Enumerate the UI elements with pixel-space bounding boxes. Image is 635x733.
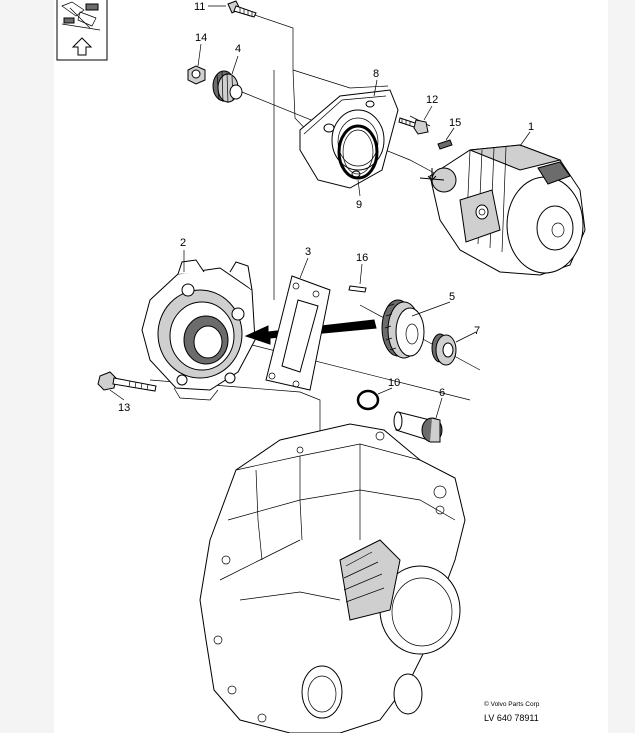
callout-5: 5	[449, 291, 455, 303]
part-15-key	[437, 139, 453, 150]
transmission-case	[199, 423, 466, 733]
callout-8: 8	[373, 68, 379, 80]
part-4-gear	[212, 70, 243, 104]
callout-1: 1	[528, 121, 534, 133]
part-6-shaft	[393, 411, 443, 443]
part-1-motor	[419, 144, 586, 276]
part-10-oring	[356, 389, 380, 411]
callout-7: 7	[474, 325, 480, 337]
part-8-plate	[299, 89, 399, 189]
callout-16: 16	[356, 252, 368, 264]
callout-10: 10	[388, 377, 400, 389]
callout-14: 14	[195, 32, 207, 44]
callout-4: 4	[235, 43, 241, 55]
part-13-bolt	[97, 371, 157, 392]
part-14-nut	[187, 65, 206, 85]
part-11-bolt	[227, 0, 257, 18]
assembly-thumbnail-icon	[61, 1, 101, 31]
callout-6: 6	[439, 387, 445, 399]
right-margin	[608, 0, 635, 733]
callout-3: 3	[305, 246, 311, 258]
callout-leaders	[109, 5, 531, 419]
part-2-housing	[141, 259, 256, 401]
part-3-gasket	[265, 275, 331, 391]
callout-13: 13	[118, 402, 130, 414]
left-margin	[0, 0, 54, 733]
part-16-pin	[348, 285, 367, 293]
callout-2: 2	[180, 237, 186, 249]
callout-labels: 11 14 4 8 12 15 1 9 2 3 16 5 7 10 6 13	[118, 1, 534, 414]
part-9-oring	[337, 124, 379, 180]
callout-12: 12	[426, 94, 438, 106]
part-5-gear	[381, 299, 425, 359]
orientation-box	[56, 0, 108, 61]
reference-code: LV 640 78911	[484, 713, 539, 723]
part-7-bearing	[431, 333, 457, 366]
up-arrow-icon	[71, 37, 93, 56]
callout-15: 15	[449, 117, 461, 129]
copyright-notice: © Volvo Parts Corp	[484, 701, 540, 708]
part-12-bolt	[398, 117, 429, 135]
callout-9: 9	[356, 199, 362, 211]
callout-11: 11	[194, 1, 205, 13]
